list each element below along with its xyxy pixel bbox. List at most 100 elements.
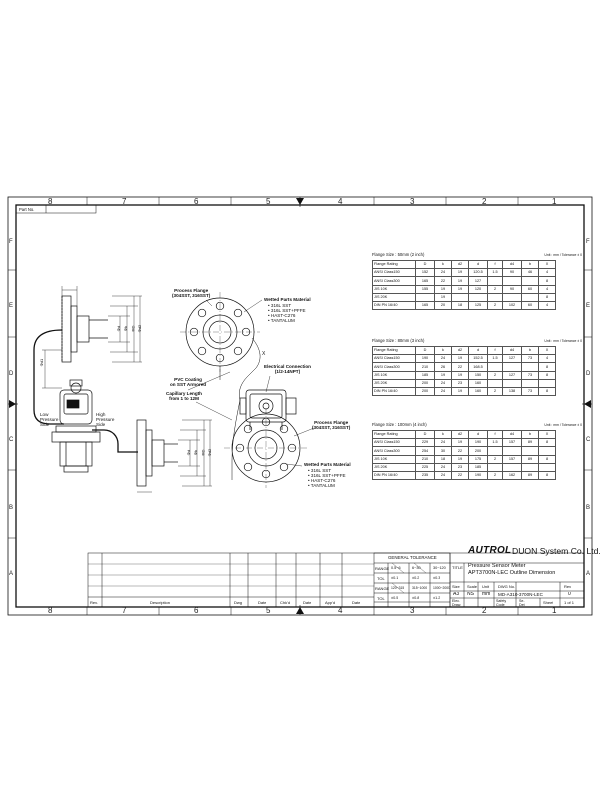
revision-header-cell: Chk'd — [280, 599, 291, 605]
zone-label-right: E — [586, 303, 591, 309]
revision-header-cell: Rev. — [90, 599, 98, 605]
size-label: Size — [452, 584, 460, 589]
zone-label-top: 4 — [338, 197, 343, 206]
zone-label-bottom: 4 — [338, 606, 343, 615]
tolerance-value-cell: ±1.2 — [433, 596, 441, 600]
scale-label: Scale — [467, 584, 478, 589]
zone-label-top: 6 — [194, 197, 199, 206]
pvc-coating-label: PVC Coating on SST Armored — [170, 377, 207, 388]
unit-value: mm — [482, 591, 491, 597]
brand-logo: AUTROL — [468, 545, 512, 556]
zone-label-right: A — [586, 571, 591, 577]
elec-draw-label: Elec. Draw. — [452, 598, 462, 607]
zone-label-bottom: 8 — [48, 606, 53, 615]
process-flange-bottom-label: Process Flange (304SST, 316SST) — [312, 420, 351, 431]
revision-header-cell: Dwg — [234, 599, 243, 605]
range-label: RANGE — [375, 566, 390, 571]
dwg-number: MD-A310-3700N-LEC — [498, 592, 543, 597]
part-no-label: Part No. — [19, 206, 35, 212]
capillary-length-label: Capillary Length from 1 to 12M — [166, 391, 202, 402]
size-value: A3 — [453, 591, 460, 597]
tolerance-range-cell: 1000~2000 — [433, 585, 451, 590]
zone-label-left: B — [9, 505, 14, 511]
table-unit: Unit : mm / Tolerance ± 0 — [544, 423, 582, 427]
tol-label: TOL — [377, 576, 385, 581]
tolerance-range-cell: 120~315 — [391, 585, 405, 590]
table-cell: 8 — [538, 386, 556, 397]
title-label: TITLE — [452, 565, 463, 570]
table-caption: Flange Size : 100mm (4 inch) — [372, 422, 427, 427]
revision-header-cell: Description — [150, 599, 171, 605]
zone-label-left: E — [9, 303, 14, 309]
wetted-bottom-item: • 316L SST+PFFE — [308, 473, 346, 478]
zone-label-right: F — [586, 239, 590, 245]
zone-label-top: 1 — [552, 197, 557, 206]
tolerance-value-cell: ±0.8 — [412, 596, 420, 600]
revision-header-cell: Date — [303, 599, 312, 605]
table-unit: Unit : mm / Tolerance ± 0 — [544, 253, 582, 257]
tolerance-range-cell: 6~30 — [412, 565, 421, 570]
tolerance-value-cell: ±0.2 — [412, 575, 420, 580]
zone-label-top: 2 — [482, 197, 487, 206]
sheet-value: 1 of 1 — [564, 600, 575, 605]
unit-label: Unit — [482, 584, 490, 589]
revision-header-cell: App'd — [325, 599, 336, 605]
zone-label-left: D — [9, 371, 14, 377]
wetted-top-item: • 316L SST — [268, 303, 292, 308]
zone-label-right: B — [586, 505, 591, 511]
zone-label-top: 8 — [48, 197, 53, 206]
wetted-bottom-item: • TANTALUM — [308, 483, 335, 488]
wetted-top-item: • TANTALUM — [268, 318, 295, 323]
low-pressure-side-label: Low Pressure Side — [40, 412, 59, 428]
zone-label-top: 5 — [266, 197, 271, 206]
high-pressure-side-label: High Pressure Side — [96, 412, 115, 428]
zone-label-left: C — [9, 437, 14, 443]
sec-det-label: Se- Det — [519, 598, 525, 607]
zone-label-bottom: 6 — [194, 606, 199, 615]
safety-code-label: Safety Code — [496, 598, 507, 607]
range-label-2: RANGE — [375, 585, 390, 591]
wetted-top-item: • 316L SST+PFFE — [268, 308, 306, 313]
table-caption: Flange Size : 80mm (3 inch) — [372, 338, 425, 343]
zone-label-bottom: 2 — [482, 606, 487, 615]
electrical-connection-label: Electrical Connection (1/2-14NPT) — [264, 364, 311, 375]
company-name: DUON System Co. Ltd. — [512, 546, 600, 556]
zone-label-bottom: 1 — [552, 606, 557, 615]
drawing-title-line1: Pressure Sensor Meter — [468, 563, 526, 569]
drawing-title-line2: APT3700N-LEC Outline Dimension — [468, 570, 556, 576]
zone-label-left: F — [9, 239, 13, 245]
wetted-top-item: • HAST-C276 — [268, 313, 296, 318]
zone-label-left: A — [9, 571, 14, 577]
general-tolerance-label: GENERAL TOLERANCE — [388, 555, 437, 560]
zone-label-bottom: 5 — [266, 606, 271, 615]
table-cell: 8 — [538, 470, 556, 481]
tolerance-range-cell: 315~1000 — [412, 585, 428, 590]
zone-label-bottom: 3 — [410, 606, 415, 615]
table-cell: 4 — [538, 300, 556, 311]
dwg-label: DWG No. — [498, 584, 516, 589]
tolerance-value-cell: ±0.1 — [391, 575, 399, 580]
rev-label: Rev — [564, 584, 572, 589]
zone-label-top: 3 — [410, 197, 415, 206]
wetted-bottom-item: • HAST-C276 — [308, 478, 336, 483]
tolerance-range-cell: 0.5~6 — [391, 565, 401, 570]
wetted-bottom-title: Wetted Parts Material — [304, 462, 351, 467]
tolerance-value-cell: ±0.5 — [391, 596, 399, 600]
revision-header-cell: Date — [352, 599, 361, 605]
zone-label-right: D — [586, 371, 591, 377]
wetted-top-title: Wetted Parts Material — [264, 297, 311, 302]
tol-label-2: TOL — [377, 596, 385, 601]
rev-value: 0 — [568, 591, 571, 597]
tolerance-range-cell: 30~120 — [433, 565, 446, 570]
tolerance-value-cell: ±0.3 — [433, 575, 441, 580]
